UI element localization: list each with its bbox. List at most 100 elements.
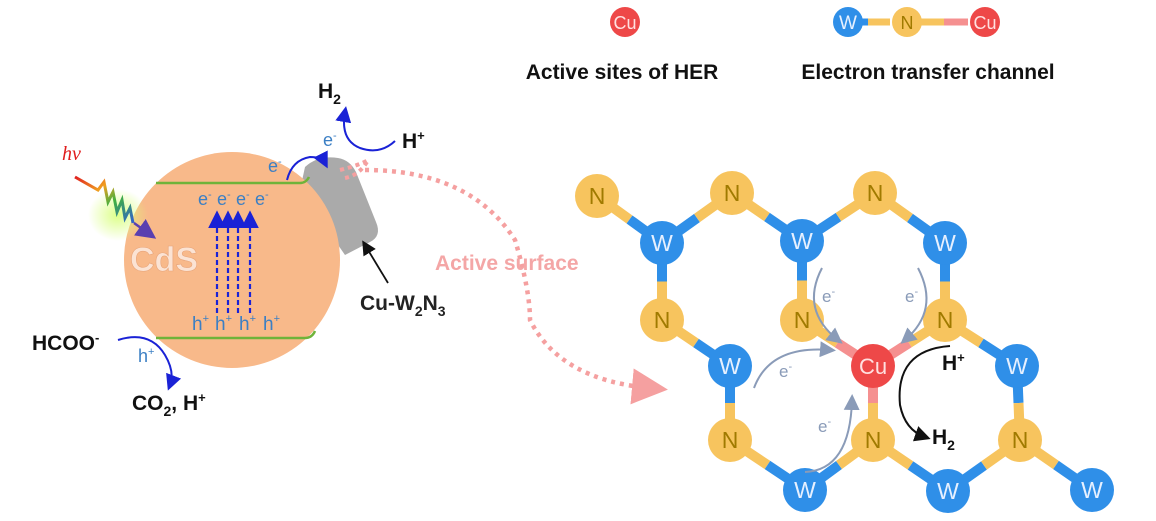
w-atom [995,344,1039,388]
light-arrow [133,219,157,239]
legend: Cu Active sites of HER W N Cu Electron t… [526,7,1055,84]
h2-product-left: H2 [318,80,341,107]
light-excitation: hν [62,143,157,241]
her-arrow-left [335,106,396,152]
legend-channel: W N Cu Electron transfer channel [801,7,1055,84]
legend-cu-atom-label: Cu [613,13,636,33]
n-atom [708,418,752,462]
n-atom [640,298,684,342]
transfer-electron: e- [268,156,282,176]
hv-label: hν [62,143,81,165]
proton-left: H+ [402,128,425,153]
n-atom-label: N [724,180,741,206]
dotted-connector-loop [339,154,374,180]
her-arrow [898,345,951,442]
w-atom-label: W [719,353,741,379]
lattice-electron-label: e- [779,361,792,381]
vb-holes: h+ h+ h+ h+ [192,313,280,335]
n-atom-label: N [865,427,882,453]
lattice-proton-label: H+ [942,350,965,375]
lattice-electron-label: e- [818,416,831,436]
w-atom-label: W [1081,477,1103,503]
legend-w-atom-label: W [839,13,857,34]
n-atom-label: N [937,307,954,333]
legend-w-atom [833,7,863,37]
n-atom [923,298,967,342]
cds-label: CdS [130,241,198,279]
cds-particle [124,152,340,368]
formate-label: HCOO- [32,330,99,355]
legend-n-atom [892,7,922,37]
electron-flow-arrow [813,267,843,344]
active-surface-link: Active surface [339,154,668,405]
n-atom-label: N [794,307,811,333]
lattice-electron-label: e- [822,286,835,306]
legend-cu-atom-2 [970,7,1000,37]
legend-cu-atom [610,7,640,37]
legend-active-site-label: Active sites of HER [526,61,719,84]
cb-electron: e- [217,189,231,209]
valence-band [156,330,317,340]
light-glow [88,189,148,241]
n-atom [710,171,754,215]
dotted-connector [364,167,668,405]
cu-atom [851,344,895,388]
w-atom [708,344,752,388]
lattice-electron-label: e- [905,286,918,306]
w-atom-label: W [1006,353,1028,379]
w-atom-label: W [934,230,956,256]
n-atom-label: N [654,307,671,333]
n-atom-label: N [1012,427,1029,453]
active-surface-label: Active surface [435,252,579,275]
hole-label: h+ [138,346,154,366]
n-atom [853,171,897,215]
lattice-h2-label: H2 [932,426,955,453]
w-atom [1070,468,1114,512]
legend-cu-atom-2-label: Cu [973,13,996,33]
n-atom [851,418,895,462]
excitation-arrows [208,210,259,313]
vb-hole: h+ [192,313,209,335]
oxidation-arrow [117,336,182,391]
w-atom-label: W [794,477,816,503]
w-atom [783,468,827,512]
w-atom [923,221,967,265]
electron-flow-arrow [804,394,860,473]
vb-hole: h+ [215,313,232,335]
n-atom [780,298,824,342]
n-atom-label: N [722,427,739,453]
cocatalyst-label: Cu-W2N3 [360,292,446,319]
w-atom-label: W [791,228,813,254]
photocatalyst-panel: CdS e- e- e- e- h+ h+ h+ h+ hν [32,80,446,419]
w-atom-label: W [651,230,673,256]
cu-atom-label: Cu [859,354,887,379]
cocat-electron: e- [323,130,337,150]
cb-electron: e- [198,189,212,209]
conduction-band [156,176,311,185]
w-atom [926,469,970,513]
w-atom [780,219,824,263]
n-atom [998,418,1042,462]
electron-flow-arrow [753,341,836,389]
co2-product: CO2, H+ [132,390,206,419]
cb-electrons: e- e- e- e- [198,189,269,209]
cu-w2n3-cocatalyst [300,157,378,255]
n-atom [575,174,619,218]
cb-electron: e- [236,189,250,209]
vb-hole: h+ [239,313,256,335]
legend-active-site: Cu Active sites of HER [526,7,719,84]
w-atom [640,221,684,265]
electron-transfer-arrow [286,150,328,181]
legend-n-atom-label: N [901,13,914,33]
legend-channel-label: Electron transfer channel [801,61,1054,84]
w-atom-label: W [937,478,959,504]
n-atom-label: N [867,180,884,206]
n-atom-label: N [589,183,606,209]
cocatalyst-pointer [362,240,389,284]
light-wave [74,175,135,224]
cb-electron: e- [255,189,269,209]
electron-flow-arrow [900,267,928,344]
vb-hole: h+ [263,313,280,335]
